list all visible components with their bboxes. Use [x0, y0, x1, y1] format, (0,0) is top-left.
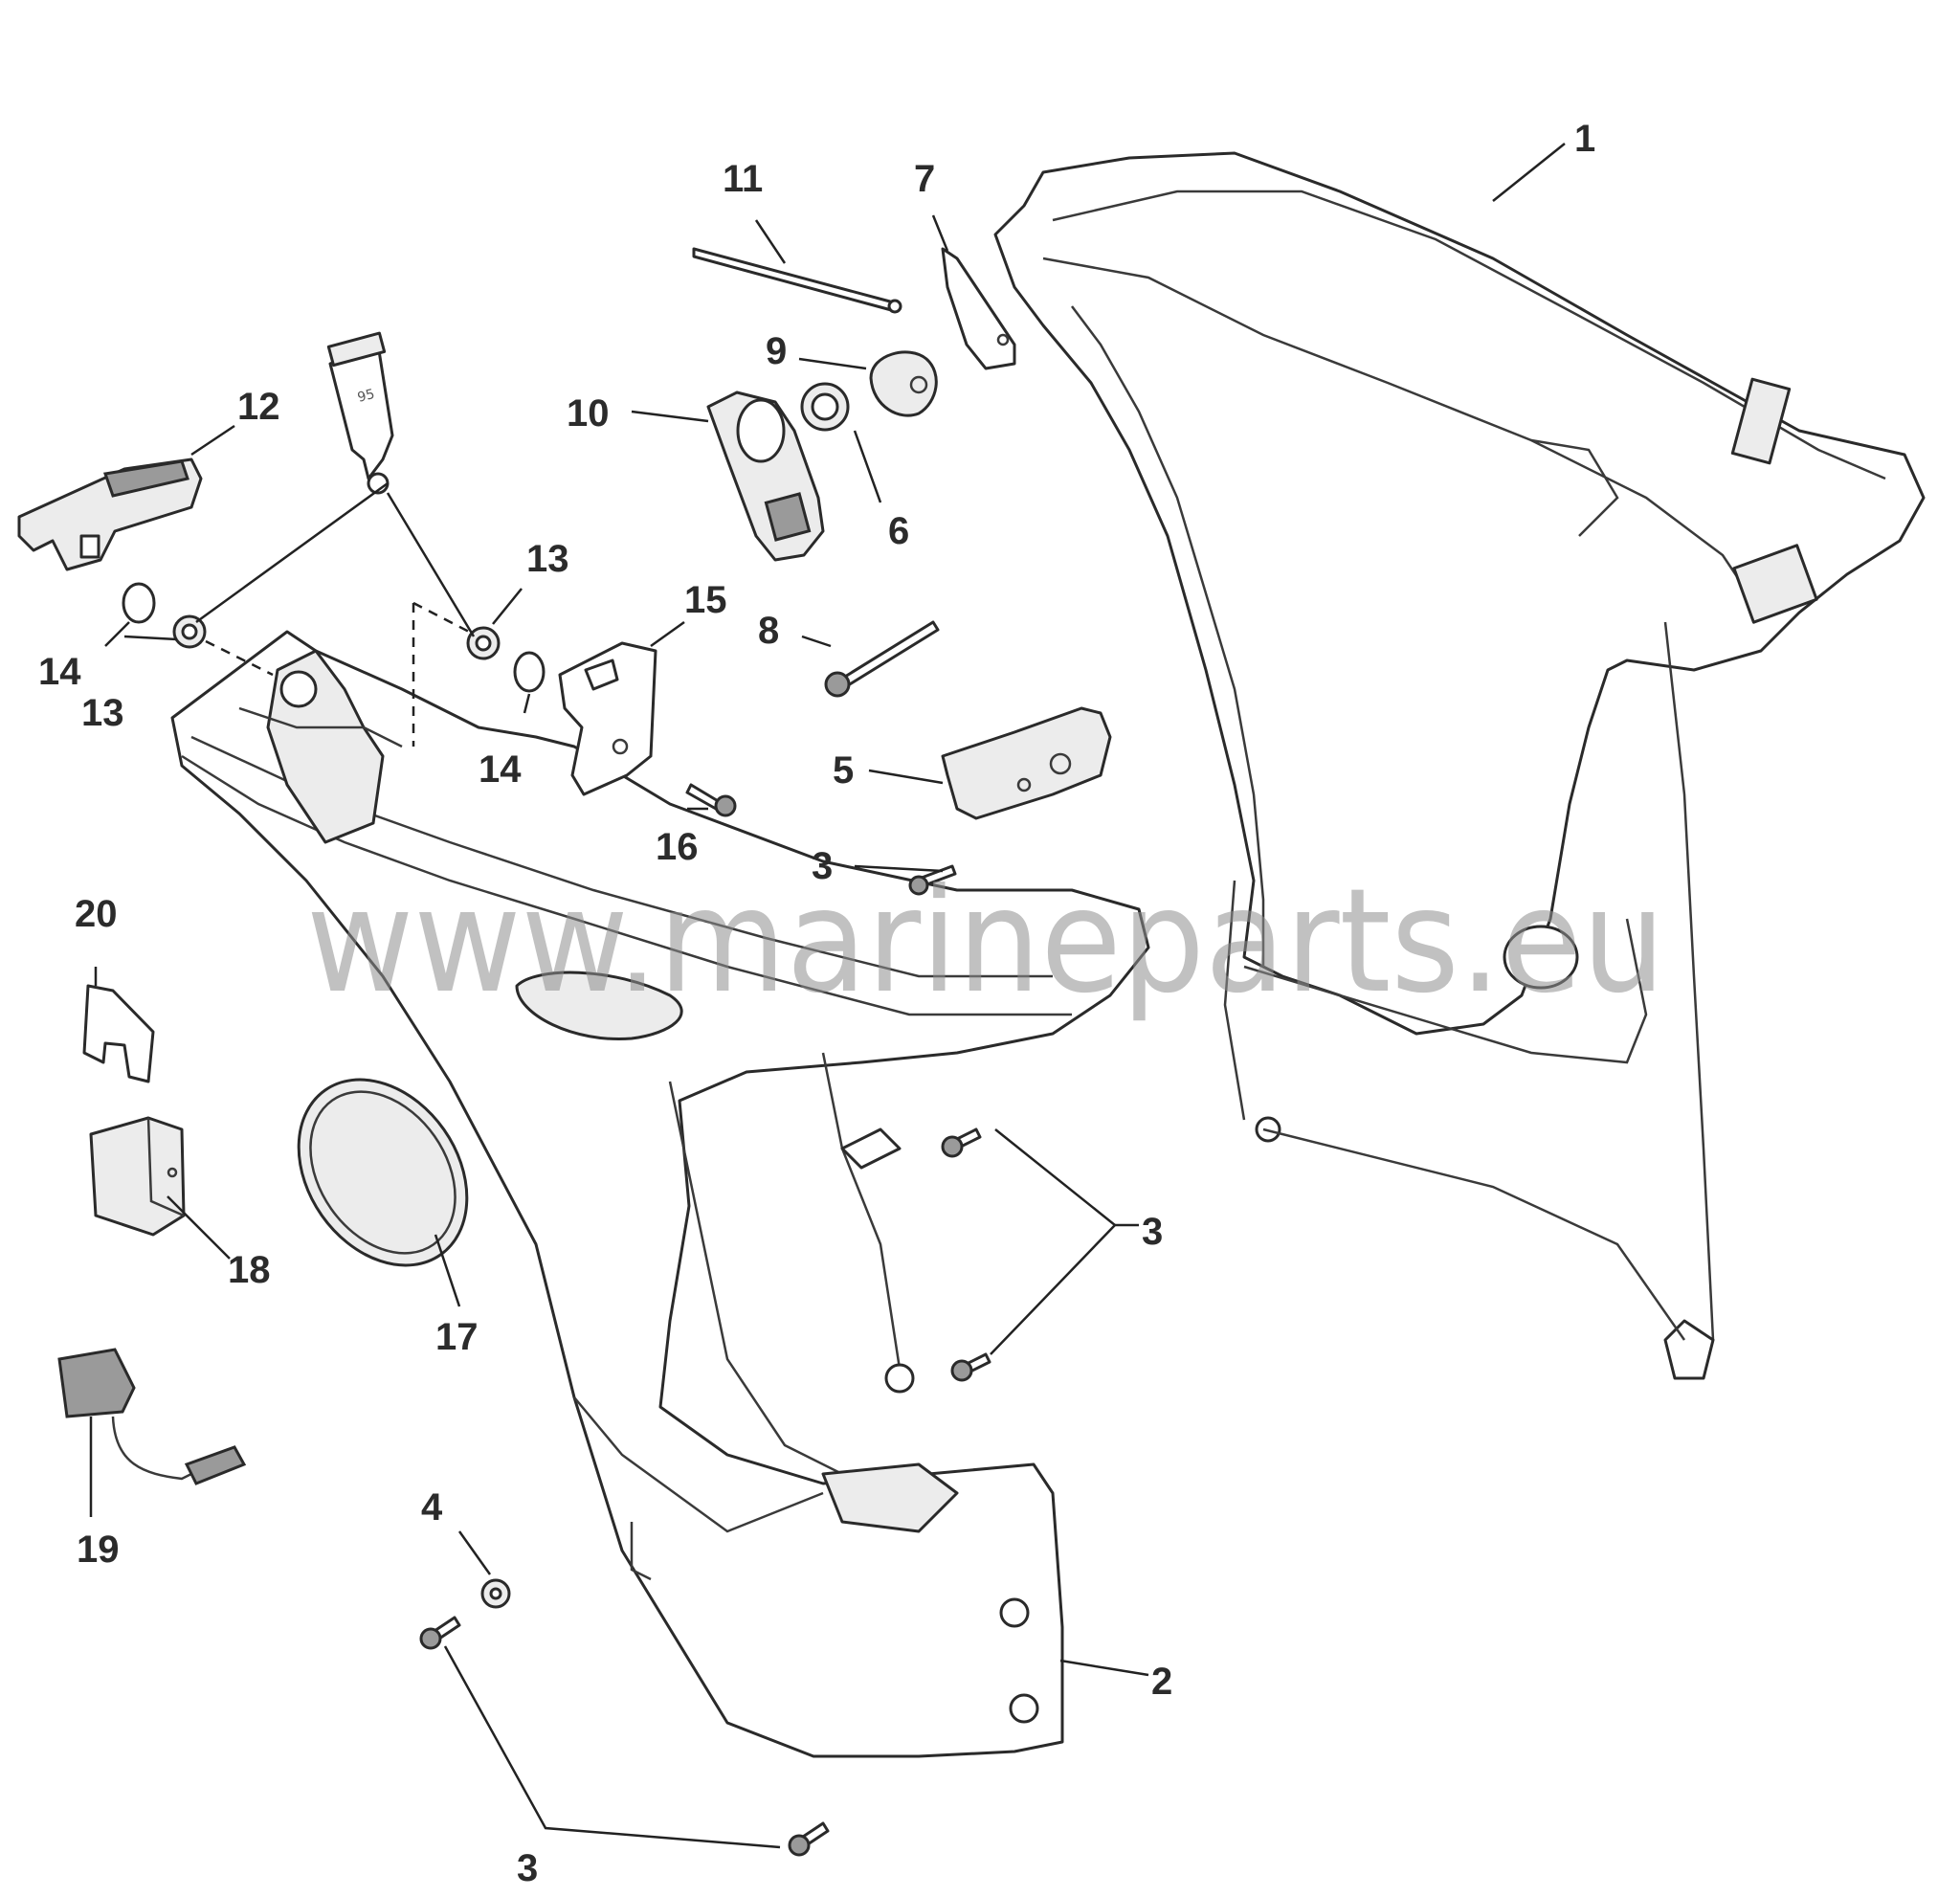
part-10-handle	[706, 391, 825, 562]
callout-4: 4	[421, 1486, 443, 1529]
callout-2: 2	[1151, 1661, 1172, 1703]
callout-9: 9	[766, 330, 787, 372]
callout-12: 12	[237, 386, 280, 428]
callout-14-right: 14	[479, 748, 522, 791]
callout-5: 5	[833, 749, 854, 792]
callout-11: 11	[723, 158, 763, 200]
part-3-screw-b	[941, 1127, 982, 1158]
callout-15: 15	[684, 579, 727, 621]
part-14-washer-left	[122, 582, 156, 624]
callout-1: 1	[1574, 118, 1595, 160]
part-13-grommet-left	[172, 614, 207, 649]
callout-3-latch: 3	[812, 845, 833, 887]
part-3-screw-d	[419, 1616, 461, 1650]
tube-label: 95	[356, 387, 376, 406]
part-11-rod	[692, 247, 902, 314]
callout-20: 20	[75, 893, 118, 935]
callout-18: 18	[228, 1249, 271, 1291]
part-3-screw-c	[950, 1352, 991, 1382]
callout-3-bottom: 3	[517, 1847, 538, 1889]
part-15-latch-plate	[558, 641, 657, 796]
part-9-cap	[869, 350, 938, 417]
part-4-washer	[480, 1578, 511, 1609]
part-12-grip	[17, 458, 203, 571]
part-7-bracket	[941, 247, 1016, 370]
callout-17: 17	[435, 1316, 479, 1358]
part-20-clip	[82, 984, 155, 1083]
callout-13-left: 13	[81, 692, 124, 734]
part-6-washer	[800, 382, 850, 432]
callout-6: 6	[888, 510, 909, 552]
callout-8: 8	[758, 610, 779, 652]
callout-10: 10	[567, 392, 610, 435]
part-19-switch	[57, 1348, 247, 1485]
sealant-tube: 95	[326, 331, 394, 495]
part-8-bolt	[824, 620, 940, 698]
part-13-grommet-right	[466, 626, 501, 660]
callout-13-right: 13	[526, 538, 569, 580]
callout-7: 7	[914, 158, 935, 200]
part-17-oval-plate	[297, 1078, 469, 1267]
leader-lines	[89, 143, 1566, 1849]
callout-14-left: 14	[38, 651, 81, 693]
part-5-latch-cover	[941, 706, 1112, 820]
part-2-lower-cowl	[170, 630, 1150, 1758]
callouts: 1 2 3 3 3 4 5 6 7 8 9 10 11 12 13 13 14 …	[38, 118, 1595, 1889]
part-16-screw	[685, 783, 737, 817]
part-3-screw-e	[788, 1821, 830, 1857]
callout-3-right: 3	[1142, 1211, 1163, 1253]
callout-16: 16	[656, 826, 699, 868]
callout-19: 19	[77, 1529, 120, 1571]
part-1-upper-cowl	[993, 151, 1926, 1380]
watermark: www.marineparts.eu	[306, 859, 1665, 1025]
part-18-block	[89, 1116, 186, 1237]
part-14-washer-right	[513, 651, 546, 693]
